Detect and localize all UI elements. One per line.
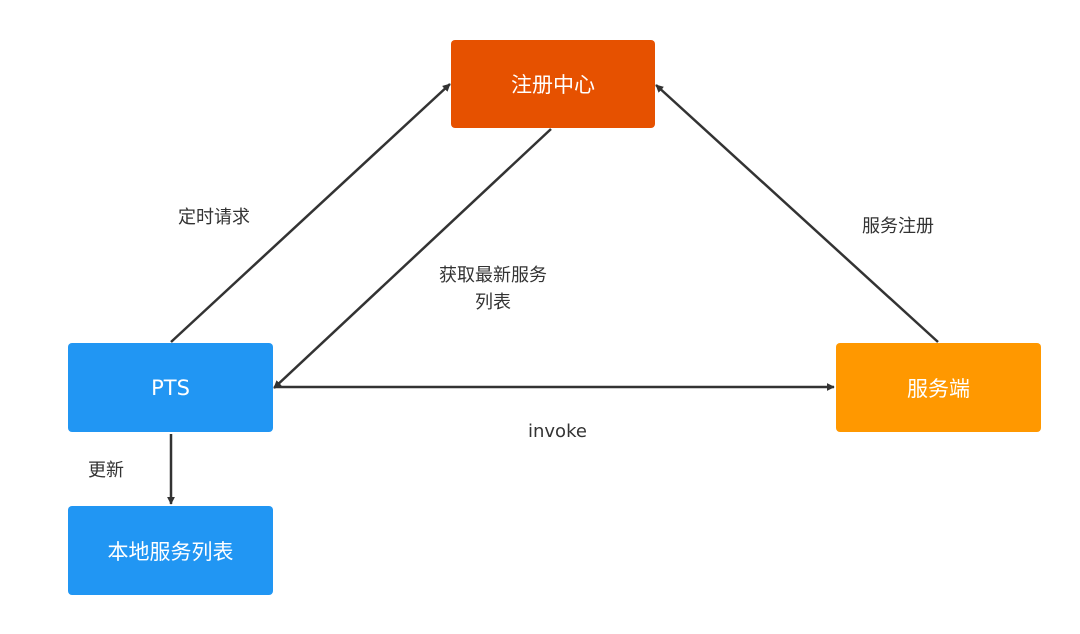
edge-label-get-latest-line2: 列表 [475, 292, 511, 313]
edge-label-timed-request: 定时请求 [178, 207, 250, 228]
node-registry-label: 注册中心 [511, 73, 595, 97]
node-server-label: 服务端 [907, 376, 970, 401]
node-local-service-list: 本地服务列表 [68, 506, 273, 595]
edge-label-invoke: invoke [528, 421, 587, 442]
node-pts-label: PTS [151, 375, 190, 400]
edge-timed-request-arrow [170, 83, 451, 343]
node-server: 服务端 [836, 343, 1041, 432]
node-pts: PTS [68, 343, 273, 432]
edge-label-get-latest-line1: 获取最新服务 [439, 265, 547, 286]
node-registry: 注册中心 [451, 40, 655, 128]
edge-service-register-arrow [655, 84, 939, 343]
edge-get-latest-arrow [273, 128, 552, 389]
edge-label-update: 更新 [88, 460, 124, 481]
edge-label-get-latest: 获取最新服务 列表 [422, 262, 564, 316]
edge-label-service-register: 服务注册 [862, 216, 934, 237]
node-local-service-list-label: 本地服务列表 [107, 539, 234, 564]
